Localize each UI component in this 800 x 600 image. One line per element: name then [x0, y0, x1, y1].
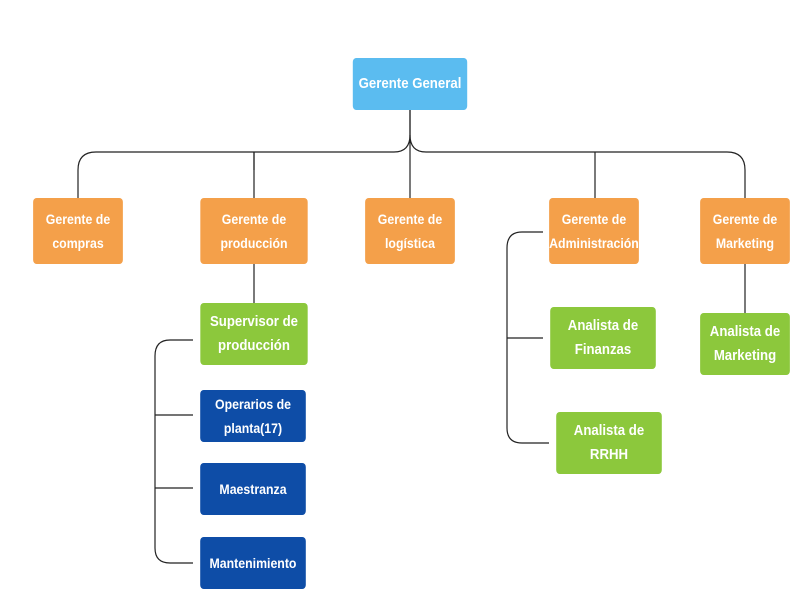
- node-label: Gerente de Administración: [549, 211, 639, 251]
- node-gerente-marketing: Gerente de Marketing: [700, 198, 790, 264]
- node-supervisor-produccion: Supervisor de producción: [200, 303, 308, 365]
- node-mantenimiento: Mantenimiento: [200, 537, 306, 589]
- node-label: Analista de RRHH: [573, 422, 645, 463]
- node-label: Mantenimiento: [209, 555, 297, 571]
- node-gerente-produccion: Gerente de producción: [200, 198, 308, 264]
- node-operarios-planta: Operarios de planta(17): [200, 390, 306, 442]
- node-label: Analista de Finanzas: [567, 317, 639, 358]
- node-label: Gerente de producción: [220, 211, 288, 251]
- node-gerente-general: Gerente General: [352, 58, 468, 110]
- node-label: Gerente de logística: [377, 211, 443, 251]
- node-maestranza: Maestranza: [200, 463, 306, 515]
- node-label: Operarios de planta(17): [214, 396, 292, 436]
- node-analista-rrhh: Analista de RRHH: [556, 412, 662, 474]
- node-label: Maestranza: [219, 481, 287, 497]
- node-analista-finanzas: Analista de Finanzas: [550, 307, 656, 369]
- node-label: Gerente de Marketing: [712, 211, 778, 251]
- node-gerente-administracion: Gerente de Administración: [549, 198, 639, 264]
- node-label: Analista de Marketing: [709, 323, 781, 364]
- node-gerente-logistica: Gerente de logística: [365, 198, 455, 264]
- node-analista-marketing: Analista de Marketing: [700, 313, 790, 375]
- node-label: Gerente de compras: [45, 211, 111, 251]
- node-label: Gerente General: [358, 75, 462, 92]
- node-label: Supervisor de producción: [209, 313, 299, 354]
- node-gerente-compras: Gerente de compras: [33, 198, 123, 264]
